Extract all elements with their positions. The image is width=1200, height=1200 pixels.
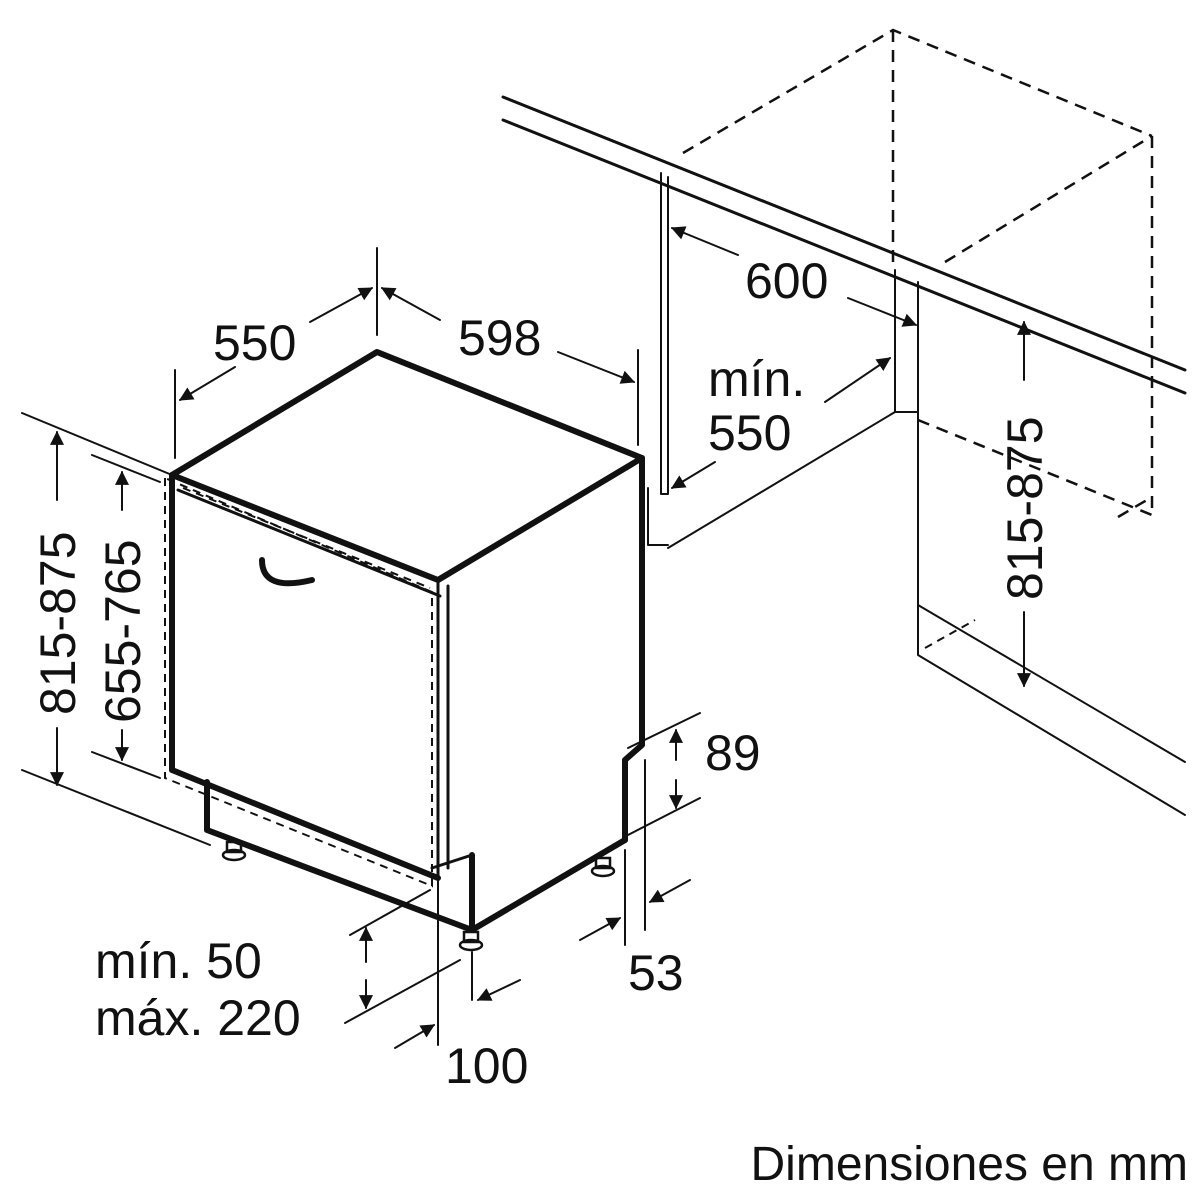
- dimension-lines: [21, 226, 1031, 1049]
- label-appliance-width: 598: [458, 310, 541, 366]
- ext-left-bottom-outer: [21, 769, 211, 846]
- dim-100-arrow-right: [476, 979, 521, 1001]
- left-side-panel: [660, 172, 669, 495]
- dim-min550-arrow-left: [671, 461, 716, 489]
- foot-middle: [458, 930, 484, 952]
- ext-left-top-inner: [91, 454, 161, 483]
- foot-left: [221, 840, 247, 862]
- label-foot-min: mín. 50: [95, 933, 262, 989]
- dim-53-arrow-right: [648, 879, 691, 903]
- ext-89-bottom: [627, 797, 701, 836]
- door-handle: [259, 557, 315, 587]
- door-dashed-outline: [164, 477, 433, 888]
- dashed-floor-corner: [1117, 495, 1153, 519]
- ext-left-top-outer: [21, 412, 173, 476]
- countertop-top-edge: [501, 95, 1187, 372]
- foot-right: [590, 856, 616, 878]
- dim-100-arrow-left: [394, 1024, 436, 1049]
- label-foot-max: máx. 220: [95, 990, 301, 1046]
- door-dashed-inner: [182, 487, 431, 589]
- left-panel-foot: [647, 487, 669, 546]
- label-niche-width: 600: [745, 253, 828, 309]
- label-plinth-offset: 53: [628, 945, 684, 1001]
- label-niche-depth-min: mín.: [708, 351, 805, 407]
- label-appliance-height: 655-765: [95, 540, 151, 724]
- dashed-plinth-corner: [924, 619, 976, 649]
- dashed-top-box-upper: [682, 28, 1153, 155]
- dim-550-arrow-right: [309, 287, 374, 323]
- ext-89-top: [627, 712, 701, 749]
- label-niche-depth-value: 550: [708, 405, 791, 461]
- door-top-edge: [176, 488, 442, 598]
- dim-550-arrow-left: [178, 366, 236, 401]
- dashed-niche-floor: [917, 418, 1153, 517]
- dashed-inner-top: [944, 134, 1153, 264]
- label-plinth-height: 89: [705, 725, 761, 781]
- label-plinth-recess: 100: [445, 1038, 528, 1094]
- cabinet-niche: [501, 28, 1187, 816]
- appliance-top: [169, 349, 645, 583]
- caption: Dimensiones en mm: [751, 1138, 1188, 1191]
- ext-left-bottom-inner: [91, 751, 161, 779]
- label-appliance-depth: 550: [213, 315, 296, 371]
- dim-598-arrow-right: [557, 351, 636, 384]
- dim-min550-arrow-right: [824, 357, 891, 403]
- label-total-height: 815-875: [30, 532, 86, 716]
- appliance-front-left: [169, 472, 441, 881]
- base-bottom-edge: [469, 837, 628, 933]
- dishwasher: [164, 349, 645, 952]
- base-front: [204, 779, 475, 933]
- niche-floor-left: [667, 411, 896, 549]
- label-niche-height: 815-875: [997, 417, 1053, 601]
- right-cabinet-plinth: [917, 604, 1186, 816]
- countertop-bottom-edge: [501, 118, 1187, 395]
- appliance-right-side: [622, 455, 645, 843]
- dimension-labels: 550 598 600 mín. 550 815-875 815-875 655…: [30, 253, 1053, 1094]
- dim-598-arrow-left: [380, 287, 441, 321]
- ext-foot-bottom: [344, 959, 461, 1024]
- dim-600-arrow-left: [670, 226, 739, 256]
- dim-53-arrow-left: [579, 917, 622, 941]
- base-notch: [430, 853, 474, 870]
- dim-600-arrow-right: [847, 297, 918, 327]
